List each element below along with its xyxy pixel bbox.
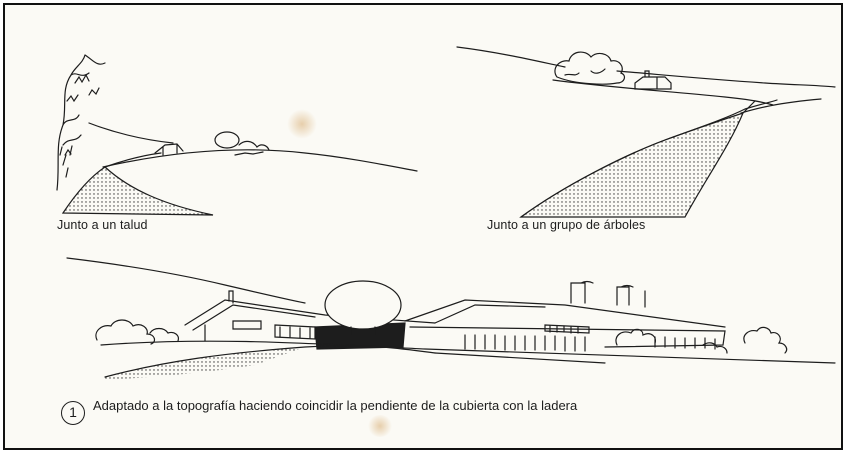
sketch-arboles [456, 46, 836, 218]
illustration-frame: Junto a un talud Junto a un grupo de árb… [3, 3, 843, 450]
building-right-roof [404, 299, 726, 328]
horizon-slope [66, 257, 306, 304]
bushes-left [95, 319, 156, 345]
figure-number-badge: 1 [61, 401, 85, 425]
ground-line [100, 340, 836, 364]
ridge-line [102, 149, 418, 172]
hill-top-line [456, 46, 566, 68]
big-tree [324, 280, 402, 330]
sketch-main [66, 257, 836, 380]
caption-arboles: Junto a un grupo de árboles [487, 218, 646, 232]
building-right-columns [464, 334, 716, 352]
cliff-vegetation [56, 54, 106, 191]
caption-talud: Junto a un talud [57, 218, 148, 232]
house-small-1 [154, 143, 184, 156]
paper-stain [287, 109, 317, 139]
tree-group [554, 51, 626, 85]
ground-dotted [105, 347, 305, 380]
talud-wedge [61, 166, 214, 216]
sketch-talud [56, 54, 418, 216]
bushes-right [615, 326, 788, 354]
paper-stain [367, 415, 393, 437]
sketch-plate [56, 46, 836, 380]
chimneys [570, 280, 646, 308]
figure-note: Adaptado a la topografía haciendo coinci… [93, 398, 578, 413]
arboles-wedge [519, 112, 745, 218]
